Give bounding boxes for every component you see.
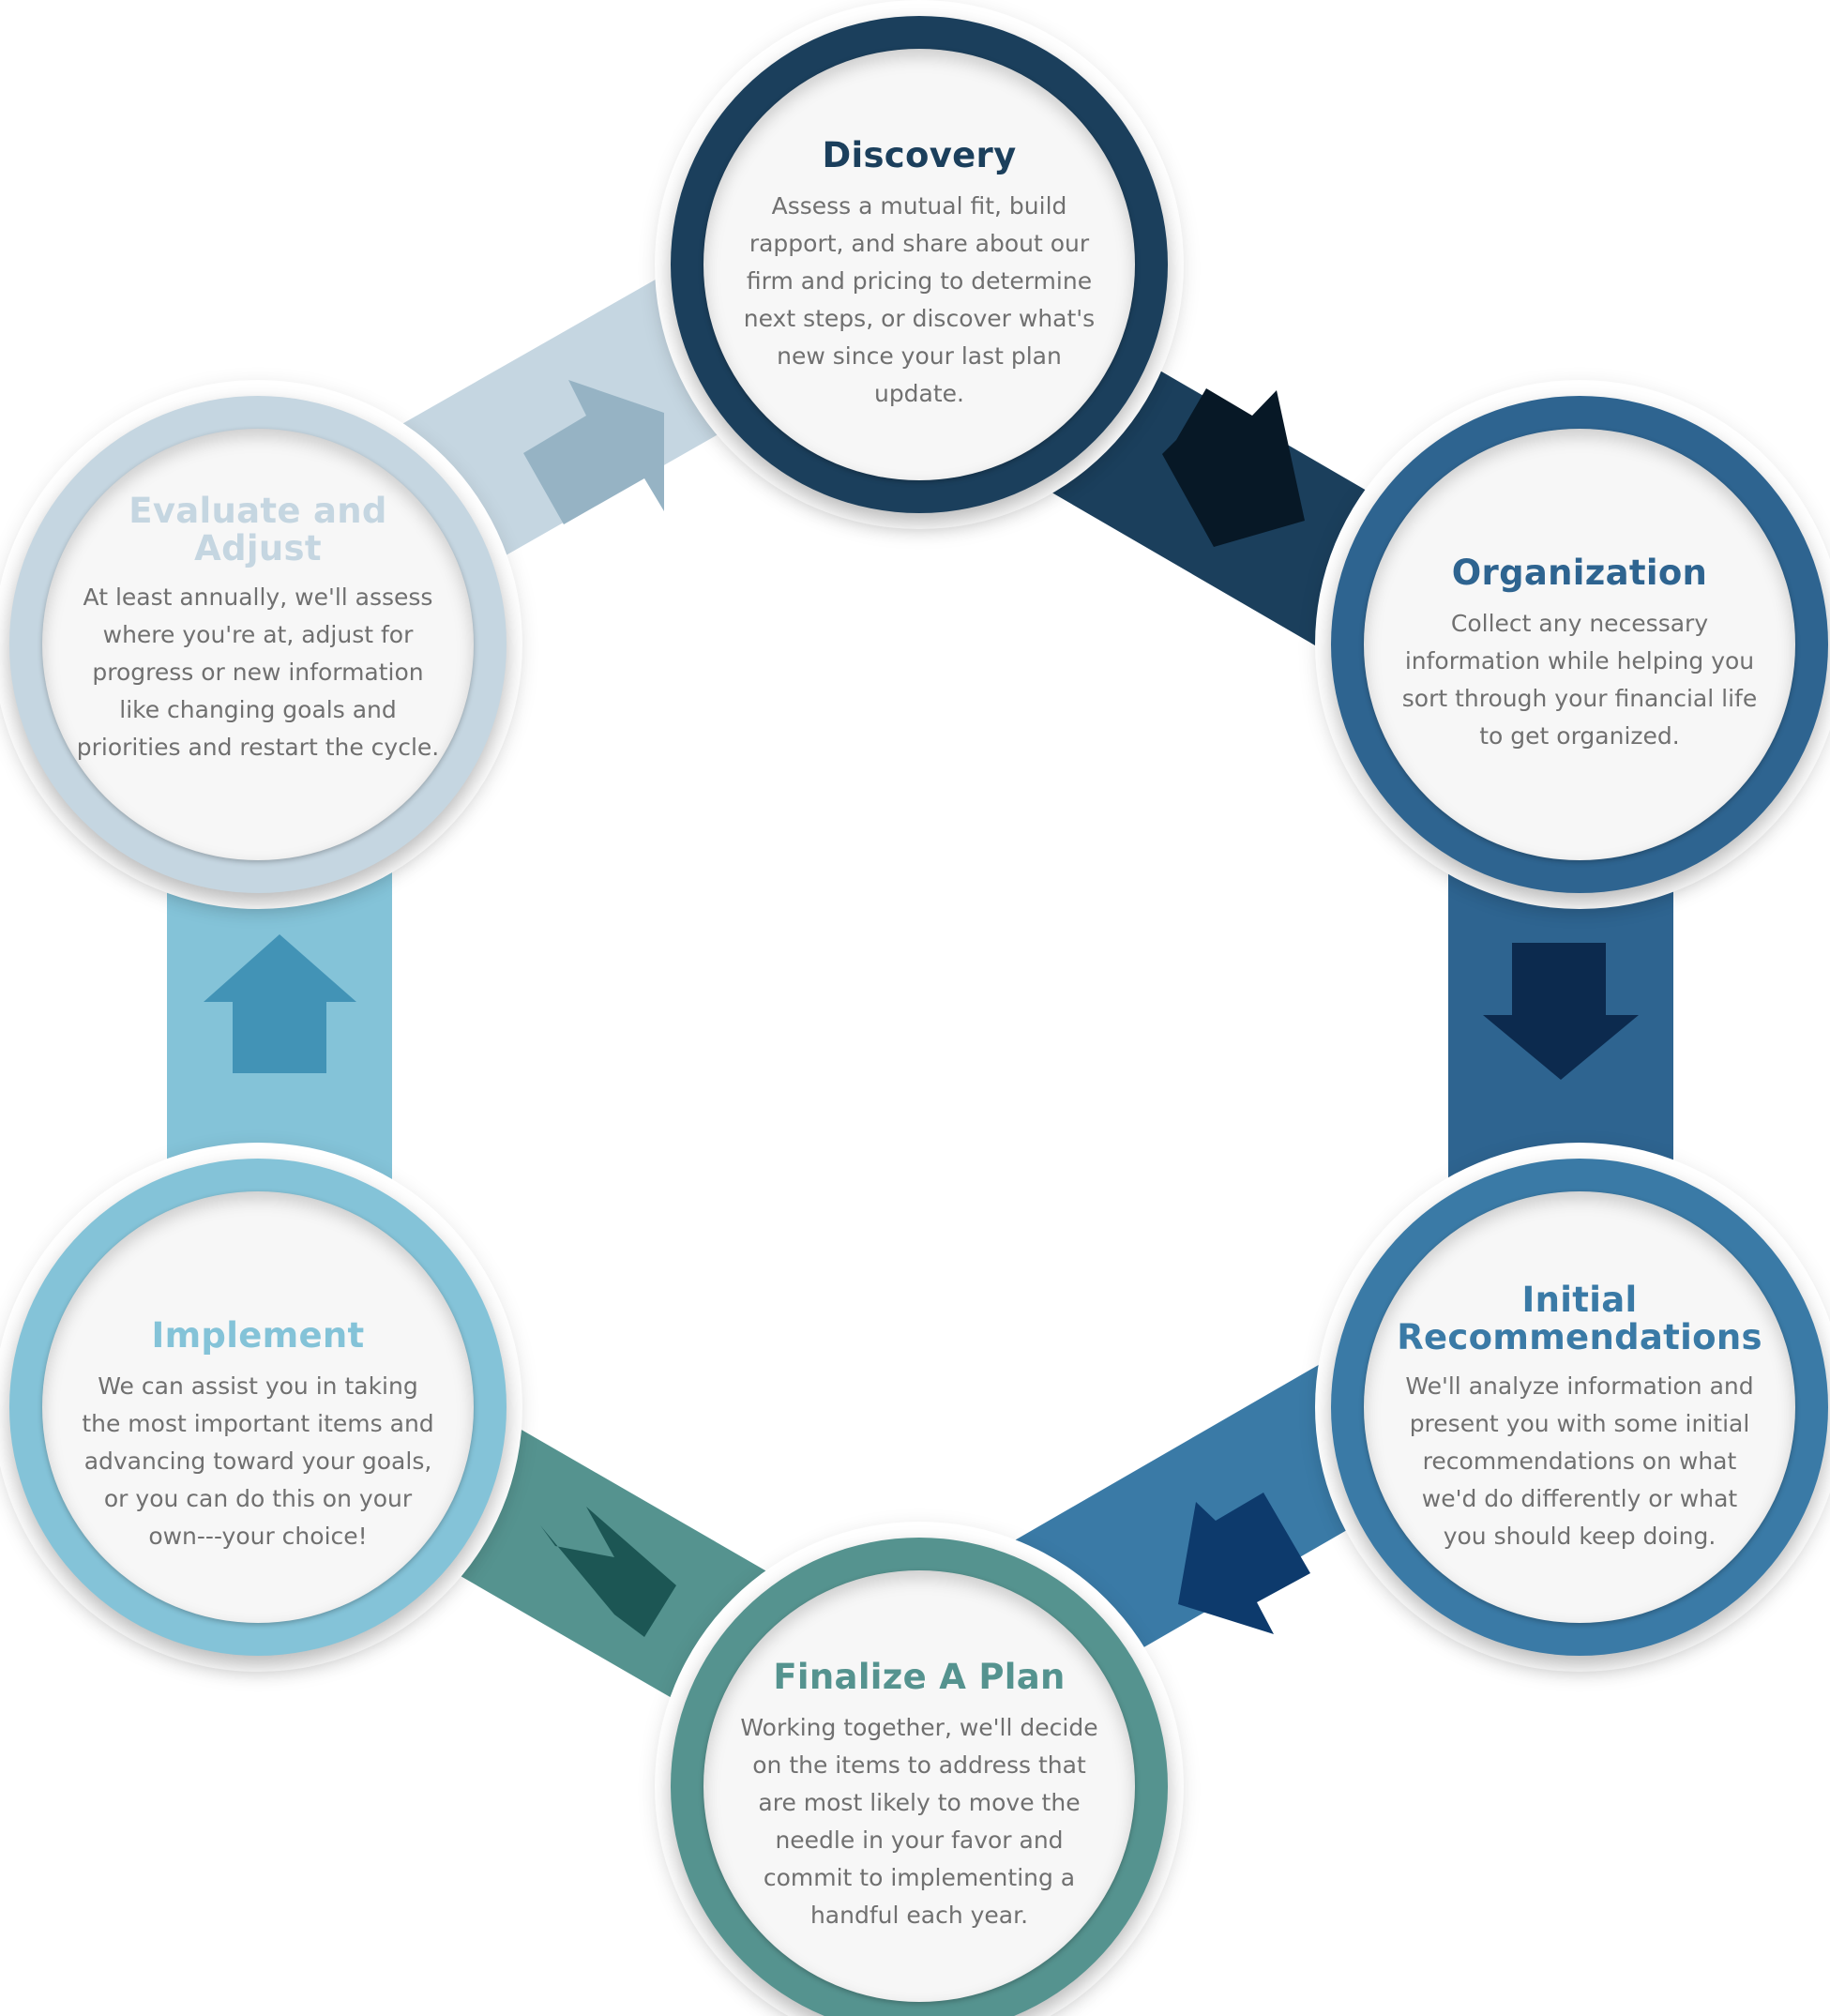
step-evaluate-and-adjust-title: Evaluate and Adjust (129, 491, 387, 568)
step-evaluate-and-adjust: Evaluate and Adjust At least annually, w… (0, 380, 522, 909)
arrow-initial-to-finalize (1178, 1493, 1310, 1634)
step-organization-content: Organization Collect any necessary infor… (1364, 429, 1795, 860)
step-implement-content: Implement We can assist you in taking th… (42, 1191, 474, 1623)
step-finalize-a-plan-title: Finalize A Plan (773, 1657, 1066, 1697)
step-finalize-a-plan-description: Working together, we'll decide on the it… (740, 1714, 1098, 1929)
step-organization-title: Organization (1451, 553, 1708, 593)
step-implement-description: We can assist you in taking the most imp… (82, 1372, 434, 1550)
step-organization: Organization Collect any necessary infor… (1315, 380, 1830, 909)
step-implement: Implement We can assist you in taking th… (0, 1143, 522, 1672)
step-discovery-description: Assess a mutual fit, build rapport, and … (743, 192, 1096, 407)
step-finalize-a-plan-content: Finalize A Plan Working together, we'll … (703, 1570, 1135, 2002)
step-evaluate-and-adjust-description: At least annually, we'll assess where yo… (76, 584, 440, 761)
step-initial-recommendations-content: Initial Recommendations We'll analyze in… (1364, 1191, 1795, 1623)
arrow-evaluate-to-discovery (523, 380, 664, 524)
arrow-organization-to-initial (1483, 943, 1639, 1080)
arrow-implement-to-evaluate (204, 934, 356, 1073)
step-finalize-a-plan: Finalize A Plan Working together, we'll … (655, 1522, 1184, 2016)
step-initial-recommendations-description: We'll analyze information and present yo… (1405, 1372, 1754, 1550)
step-initial-recommendations: Initial Recommendations We'll analyze in… (1315, 1143, 1830, 1672)
arrow-finalize-to-implement (540, 1507, 676, 1637)
step-discovery-title: Discovery (822, 135, 1017, 175)
step-discovery: Discovery Assess a mutual fit, build rap… (655, 0, 1184, 529)
arrow-discovery-to-organization (1162, 388, 1305, 547)
step-evaluate-and-adjust-content: Evaluate and Adjust At least annually, w… (42, 429, 474, 860)
step-discovery-content: Discovery Assess a mutual fit, build rap… (703, 49, 1135, 480)
step-implement-title: Implement (151, 1315, 365, 1356)
step-organization-description: Collect any necessary information while … (1401, 610, 1758, 750)
step-initial-recommendations-title: Initial Recommendations (1397, 1280, 1762, 1357)
